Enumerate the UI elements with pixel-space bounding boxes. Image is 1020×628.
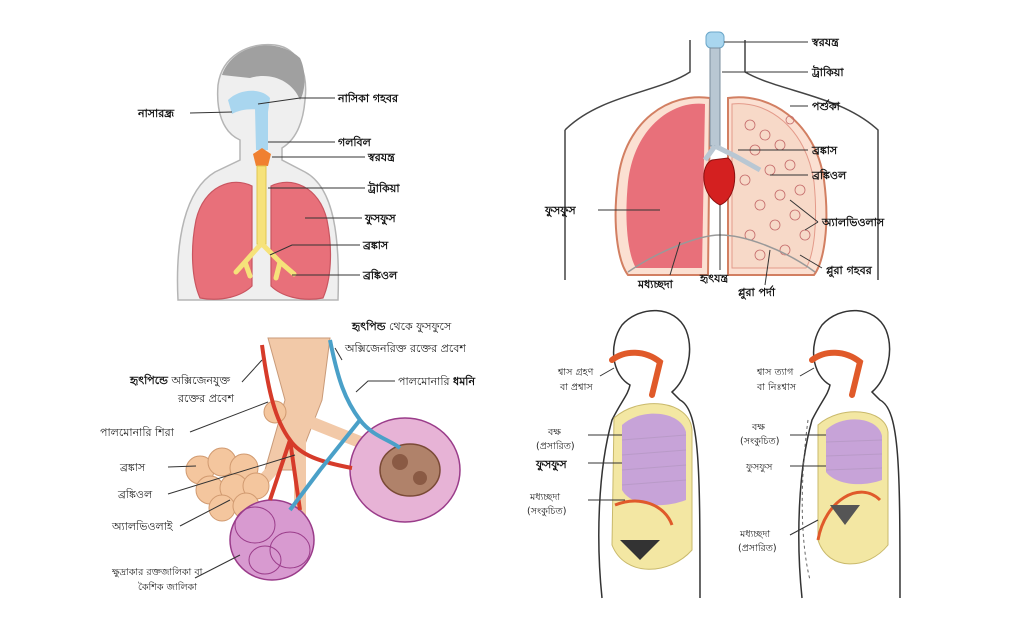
label-inhale-line1: শ্বাস গ্রহণ — [557, 367, 595, 378]
label-heart-to-lung-line2: অক্সিজেনরিক্ত রক্তের প্রবেশ — [344, 342, 466, 355]
exhale-ribs — [825, 439, 883, 471]
throat — [255, 108, 268, 150]
label-capillary-line2: কৈশিক জালিকা — [138, 581, 198, 593]
hair — [222, 45, 305, 100]
heart-shape — [703, 157, 736, 206]
pulmonary-artery-shape — [288, 339, 402, 512]
label-lung-to-heart-line2: রক্তের প্রবেশ — [177, 392, 234, 405]
inhale-airway — [609, 349, 664, 398]
label-inhale-line2: বা প্রশ্বাস — [559, 382, 593, 393]
label-exhale-diaphragm: মধ্যচ্ছদা — [739, 529, 771, 540]
trachea-rings — [709, 47, 721, 147]
label-rib: পর্শুকা — [812, 99, 841, 113]
label-diaphragm-2: মধ্যচ্ছদা — [637, 278, 674, 291]
capillary-network-right — [349, 417, 461, 523]
label-inhale-chest: বক্ষ — [547, 427, 562, 438]
label-bronchiole-2: ব্রঙ্কিওল — [811, 168, 847, 182]
label-pulmonary-artery: পালমোনারি ধমনি — [398, 374, 475, 388]
capillary-network-bottom — [229, 499, 315, 581]
label-bronchus-3: ব্রঙ্কাস — [119, 461, 146, 474]
label-trachea: ট্রাকিয়া — [367, 181, 400, 195]
label-larynx: স্বরযন্ত্র — [367, 151, 396, 164]
inhale-figure: শ্বাস গ্রহণ বা প্রশ্বাস বক্ষ (প্রসারিত) … — [527, 309, 701, 599]
label-nasal-cavity: নাসিকা গহবর — [337, 91, 399, 105]
lung-right-cut — [731, 103, 817, 269]
label-exhale-chest: বক্ষ — [751, 422, 766, 433]
label-nostril: নাসারন্ধ্র — [137, 107, 175, 120]
label-pleural-cavity: প্লুরা গহবর — [826, 264, 873, 278]
label-bronchi: ব্রঙ্কাস — [362, 239, 389, 252]
label-exhale-lungs: ফুসফুস — [745, 462, 773, 473]
label-heart-to-lung-line1: হৃৎপিন্ড থেকে ফুসফুসে — [351, 319, 452, 333]
inhale-diaphragm — [614, 499, 674, 526]
panel-alveoli: হৃৎপিন্ড থেকে ফুসফুসে অক্সিজেনরিক্ত রক্ত… — [100, 319, 475, 593]
exhale-lung — [826, 419, 882, 485]
label-pleura: প্লুরা পর্দা — [738, 285, 776, 300]
exhale-figure: শ্বাস ত্যাগ বা নিঃশ্বাস বক্ষ (সংকুচিত) ফ… — [738, 309, 901, 599]
panel-breathing: শ্বাস গ্রহণ বা প্রশ্বাস বক্ষ (প্রসারিত) … — [527, 309, 901, 599]
label-pulmonary-vein: পালমোনারি শিরা — [100, 426, 175, 439]
panel-respiratory-system: নাসারন্ধ্র নাসিকা গহবর গলবিল স্বরযন্ত্র … — [137, 43, 400, 301]
exhale-arrow — [830, 505, 860, 525]
label-alveoli-3: অ্যালভিওলাই — [111, 520, 174, 533]
larynx-shape — [253, 148, 271, 166]
label-larynx-2: স্বরযন্ত্র — [811, 36, 840, 49]
thorax-outline — [564, 40, 879, 280]
label-inhale-chest-state: (প্রসারিত) — [536, 440, 575, 452]
inhale-ribs — [621, 434, 687, 486]
exhale-diaphragm — [816, 490, 882, 541]
bronchi-shape — [233, 241, 297, 281]
label-alveoli-2: অ্যালভিওলাস — [821, 215, 885, 229]
exhale-airway — [809, 349, 864, 398]
inhale-lung — [622, 413, 686, 506]
label-bronchioles: ব্রঙ্কিওল — [362, 268, 398, 282]
label-pharynx: গলবিল — [338, 135, 372, 149]
label-exhale-line1: শ্বাস ত্যাগ — [756, 367, 794, 378]
label-exhale-diaphragm-state: (প্রসারিত) — [738, 542, 777, 554]
inhale-arrow — [620, 540, 660, 560]
label-exhale-line2: বা নিঃশ্বাস — [756, 381, 797, 393]
label-exhale-chest-state: (সংকুচিত) — [740, 435, 779, 447]
trachea-shape — [256, 165, 267, 245]
label-capillary-line1: ক্ষুদ্রাকার রক্তজালিকা বা — [111, 566, 204, 578]
label-inhale-diaphragm-state: (সংকুচিত) — [527, 505, 566, 517]
label-bronchus-2: ব্রঙ্কাস — [811, 144, 838, 157]
label-inhale-lungs: ফুসফুস — [535, 458, 567, 472]
label-lung-2: ফুসফুস — [544, 204, 576, 218]
nasal-cavity — [228, 90, 270, 114]
label-lungs: ফুসফুস — [364, 212, 396, 226]
label-lung-to-heart-line1: হৃৎপিন্ডে অক্সিজেনযুক্ত — [129, 373, 230, 387]
panel-thorax: স্বরযন্ত্র ট্রাকিয়া পর্শুকা ব্রঙ্কাস ব্… — [544, 31, 885, 300]
label-heart: হৃৎযন্ত্র — [699, 272, 729, 285]
larynx-icon — [705, 31, 725, 49]
label-trachea-2: ট্রাকিয়া — [811, 65, 844, 79]
label-inhale-diaphragm: মধ্যচ্ছদা — [529, 492, 561, 503]
lung-left — [626, 103, 705, 268]
label-bronchiole-3: ব্রঙ্কিওল — [117, 488, 153, 501]
